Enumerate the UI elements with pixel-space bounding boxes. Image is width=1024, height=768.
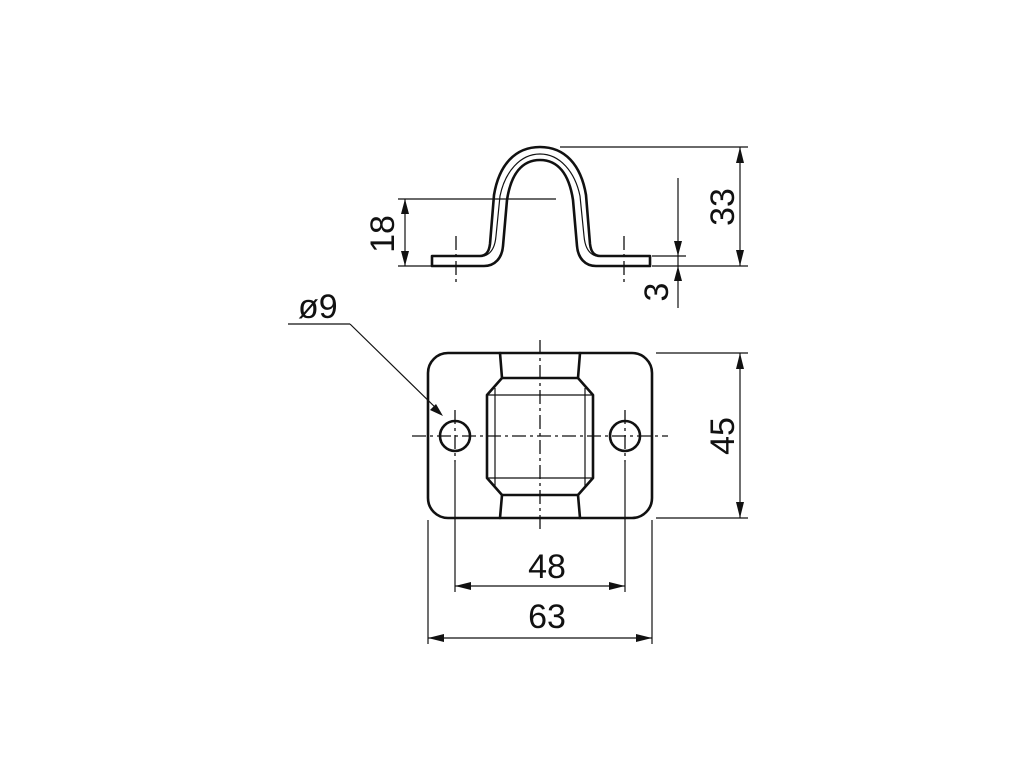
dimension-33: 33: [560, 146, 748, 267]
dimension-hole-diameter: ø9: [288, 288, 443, 416]
dim-label-33: 33: [704, 188, 742, 226]
dim-label-45: 45: [704, 417, 742, 455]
dim-label-18: 18: [364, 215, 402, 253]
dimension-3: 3: [638, 178, 686, 308]
dimension-18: 18: [364, 198, 556, 267]
side-view: [430, 145, 652, 282]
dim-label-63: 63: [528, 598, 566, 636]
dimension-63: 63: [427, 520, 653, 644]
dim-label-3: 3: [638, 283, 676, 302]
side-view-outer-profile: [430, 145, 652, 268]
top-view: [412, 340, 668, 530]
dimension-48: 48: [454, 462, 626, 592]
dimension-45: 45: [656, 352, 748, 519]
side-view-inner-edge: [483, 153, 597, 257]
dim-label-48: 48: [528, 548, 566, 586]
dim-label-hole-diameter: ø9: [298, 288, 338, 326]
